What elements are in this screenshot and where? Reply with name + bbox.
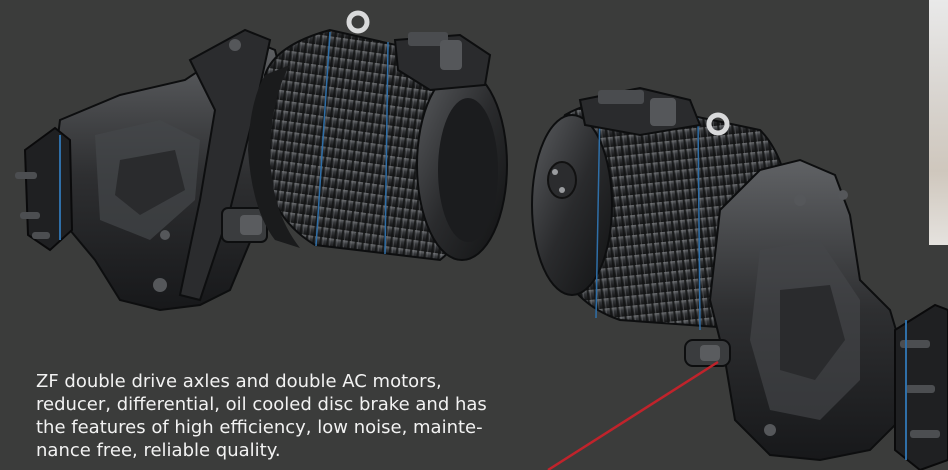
- pointer-line: [547, 360, 719, 470]
- left-axle-flange: [15, 126, 74, 252]
- feature-caption: ZF double drive axles and double AC moto…: [36, 370, 536, 462]
- caption-line: ZF double drive axles and double AC moto…: [36, 371, 442, 392]
- left-lifting-eye: [346, 10, 370, 34]
- partial-photo-edge: [929, 0, 948, 245]
- right-drive-unit: [531, 86, 948, 470]
- caption-line: nance free, reliable quality.: [36, 440, 281, 461]
- left-ac-motor: [248, 10, 508, 262]
- caption-line: the features of high efficiency, low noi…: [36, 417, 483, 438]
- right-motor-end-cap: [531, 114, 613, 296]
- right-lifting-eye: [706, 112, 730, 136]
- right-axle-flange: [894, 303, 948, 470]
- left-drive-unit: [15, 10, 508, 312]
- caption-line: reducer, differential, oil cooled disc b…: [36, 394, 487, 415]
